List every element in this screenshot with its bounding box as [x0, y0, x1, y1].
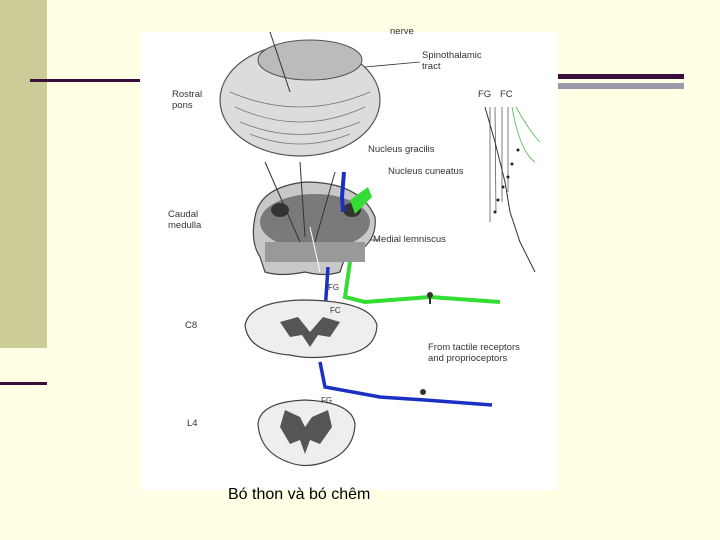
slide-sidebar — [0, 0, 47, 348]
label-fc-inset: FC — [500, 89, 513, 100]
label-spinothalamic: Spinothalamic tract — [422, 50, 482, 72]
label-c8: C8 — [185, 320, 198, 331]
label-fg-inset: FG — [478, 89, 492, 100]
title-rule — [30, 79, 140, 82]
spinothalamic-pointer — [364, 61, 421, 68]
label-nucleus-cuneatus: Nucleus cuneatus — [388, 166, 464, 177]
green-cuneatus-blob — [350, 187, 372, 214]
slide-caption: Bó thon và bó chêm — [228, 486, 371, 503]
c8-section — [244, 299, 378, 359]
header-rule-dark — [557, 74, 684, 79]
pons-tegmentum — [257, 39, 363, 81]
label-fc-c8: FC — [330, 306, 341, 315]
label-nerve: nerve — [390, 26, 414, 37]
nerve-line — [269, 32, 291, 93]
label-medial-lemniscus: Medial lemniscus — [373, 234, 446, 245]
c8-gray-matter — [280, 317, 340, 347]
medulla-pyramid — [265, 242, 365, 262]
medulla-midline — [309, 226, 321, 273]
diagram-drawing — [219, 32, 541, 467]
blue-ganglion-cell — [420, 389, 426, 395]
inset-fibers — [489, 106, 509, 222]
label-fg-l4: FG — [321, 396, 333, 405]
green-ganglion-cell — [427, 292, 433, 298]
inset-green-fibers — [511, 106, 541, 163]
header-rule-gray — [557, 83, 684, 89]
label-caudal-medulla: Caudal medulla — [168, 209, 202, 231]
label-rostral-pons: Rostral pons — [172, 89, 203, 111]
label-receptors: From tactile receptors and proprioceptor… — [428, 342, 520, 364]
l4-gray-matter — [280, 410, 332, 454]
label-fg-c8: FG — [328, 283, 340, 292]
inset-outline — [484, 106, 536, 273]
pathway-diagram: nerve Spinothalamic tract Rostral pons F… — [140, 26, 558, 490]
label-nucleus-gracilis: Nucleus gracilis — [368, 144, 435, 155]
lemniscus-fibers — [264, 161, 336, 243]
sidebar-rule — [0, 382, 47, 385]
blue-gracilis-top — [339, 171, 346, 213]
label-l4: L4 — [187, 418, 198, 429]
green-fiber — [342, 261, 501, 305]
pons-fibers — [229, 91, 371, 145]
